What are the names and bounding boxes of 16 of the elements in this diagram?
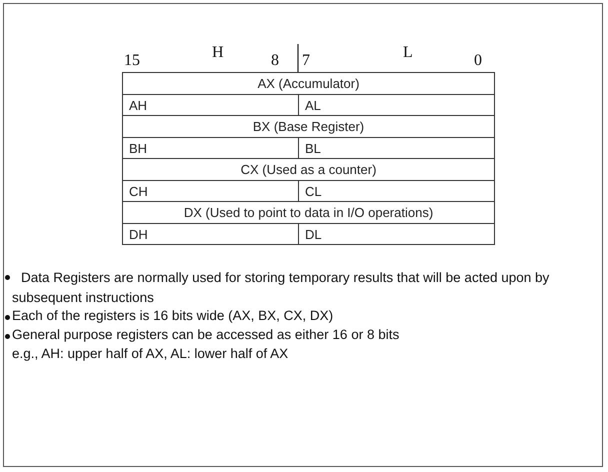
note-text: Data Registers are normally used for storing temporary results that will be acted upon by subsequent instructions bbox=[12, 269, 550, 307]
bit-number: 15 bbox=[124, 52, 140, 70]
table-cell: DL bbox=[298, 222, 495, 245]
note-text: Each of the registers is 16 bits wide (AX, BX, CX, DX) bbox=[12, 308, 334, 323]
table-cell: DH bbox=[122, 222, 299, 245]
table-cell: CX (Used as a counter) bbox=[122, 158, 495, 180]
table-cell: BX (Base Register) bbox=[122, 115, 495, 138]
bit-number: 0 bbox=[474, 52, 482, 70]
table-cell: DX (Used to point to data in I/O operations) bbox=[122, 201, 495, 224]
note-text: e.g., AH: upper half of AX, AL: lower half of AX bbox=[12, 346, 288, 361]
note-text: General purpose registers can be accessed as either 16 or 8 bits bbox=[12, 327, 400, 342]
byte-label: H bbox=[212, 44, 224, 62]
bit-number: 7 bbox=[302, 52, 310, 70]
byte-label: L bbox=[403, 44, 413, 62]
bit-number: 8 bbox=[271, 52, 279, 70]
table-cell: AX (Accumulator) bbox=[122, 72, 495, 94]
